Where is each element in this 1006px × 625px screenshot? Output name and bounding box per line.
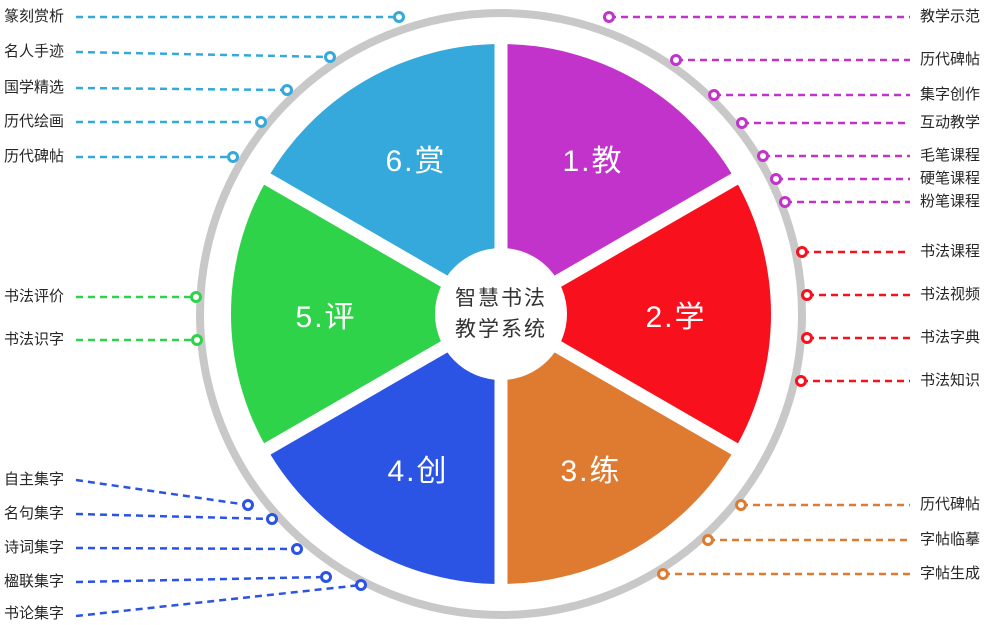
satellite-label-create-2: 诗词集字 [4, 539, 65, 556]
connector-line [75, 546, 298, 551]
wheel-center-title: 智慧书法 教学系统 [455, 283, 547, 345]
connector-dot [708, 89, 720, 101]
satellite-label-evaluate-1: 书法识字 [4, 331, 65, 348]
connectors-create [75, 478, 362, 618]
satellite-label-practice-1: 字帖临摹 [920, 531, 981, 548]
segment-create [267, 314, 501, 584]
connectors-teach [609, 15, 910, 204]
segment-teach [501, 44, 735, 314]
connector-dot [190, 291, 202, 303]
connector-dot [670, 54, 682, 66]
connector-dot [702, 534, 714, 546]
segment-label-learn: 2.学 [645, 301, 707, 334]
connector-line [75, 575, 327, 584]
satellite-label-create-3: 楹联集字 [4, 573, 65, 590]
satellite-label-learn-2: 书法字典 [920, 329, 981, 346]
satellite-label-teach-0: 教学示范 [920, 8, 981, 25]
connector-dot [393, 11, 405, 23]
connector-dot [281, 84, 293, 96]
satellite-label-appreciate-4: 历代碑帖 [4, 148, 65, 165]
connector-dot [291, 543, 303, 555]
connector-line [75, 86, 288, 92]
connector-dot [355, 579, 367, 591]
dots-appreciate [227, 11, 405, 163]
dots-evaluate [190, 291, 203, 346]
satellite-label-teach-5: 硬笔课程 [920, 170, 981, 187]
connector-dot [266, 513, 278, 525]
center-title-line2: 教学系统 [455, 318, 547, 341]
connector-dot [191, 334, 203, 346]
satellite-label-practice-0: 历代碑帖 [920, 496, 981, 513]
connectors-evaluate [76, 295, 197, 342]
connector-dot [255, 116, 267, 128]
satellite-label-create-1: 名句集字 [4, 505, 65, 522]
segment-evaluate [230, 179, 501, 449]
connector-dot [770, 173, 782, 185]
satellite-label-learn-1: 书法视频 [920, 286, 981, 303]
satellite-label-appreciate-2: 国学精选 [4, 79, 65, 96]
connector-dot [657, 568, 669, 580]
satellite-label-appreciate-0: 篆刻赏析 [4, 8, 65, 25]
segment-learn [501, 179, 772, 449]
connector-dot [795, 375, 807, 387]
outer-ring [196, 9, 806, 619]
segment-appreciate [267, 44, 501, 314]
connector-dot [324, 51, 336, 63]
satellite-label-create-4: 书论集字 [4, 605, 65, 622]
segment-practice [501, 314, 735, 584]
connector-dot [227, 151, 239, 163]
dots-practice [657, 499, 747, 580]
dots-create [242, 499, 367, 591]
wheel-center-circle [435, 248, 567, 380]
satellite-label-appreciate-3: 历代绘画 [4, 113, 65, 130]
connector-dot [736, 117, 748, 129]
satellite-label-appreciate-1: 名人手迹 [4, 43, 65, 60]
center-title-line1: 智慧书法 [455, 287, 547, 310]
segment-label-evaluate: 5.评 [295, 301, 357, 334]
connector-dot [242, 499, 254, 511]
segment-label-appreciate: 6.赏 [385, 145, 447, 178]
connectors-appreciate [75, 15, 399, 159]
satellite-label-evaluate-0: 书法评价 [4, 288, 65, 305]
satellite-label-teach-4: 毛笔课程 [920, 147, 981, 164]
segment-label-practice: 3.练 [560, 455, 622, 488]
satellite-label-learn-3: 书法知识 [920, 372, 981, 389]
connector-dot [796, 246, 808, 258]
dots-teach [603, 11, 791, 208]
connectors-practice [663, 503, 910, 576]
connector-dot [801, 289, 813, 301]
connector-dot [603, 11, 615, 23]
connector-line [75, 50, 331, 59]
connector-line [75, 512, 273, 521]
dots-learn [795, 246, 813, 387]
connector-dot [779, 196, 791, 208]
connector-dot [801, 332, 813, 344]
satellite-label-learn-0: 书法课程 [920, 243, 981, 260]
satellite-label-teach-1: 历代碑帖 [920, 51, 981, 68]
satellite-label-teach-6: 粉笔课程 [920, 193, 981, 210]
satellite-label-teach-3: 互动教学 [920, 114, 981, 131]
satellite-label-teach-2: 集字创作 [920, 86, 981, 103]
satellite-label-practice-2: 字帖生成 [920, 565, 981, 582]
connector-dot [320, 571, 332, 583]
connector-dot [735, 499, 747, 511]
connectors-learn [801, 250, 910, 383]
connector-line [75, 583, 362, 618]
connector-dot [757, 150, 769, 162]
connector-line [75, 478, 249, 507]
segment-label-teach: 1.教 [562, 145, 624, 178]
segment-label-create: 4.创 [387, 455, 449, 488]
satellite-label-create-0: 自主集字 [4, 471, 65, 488]
